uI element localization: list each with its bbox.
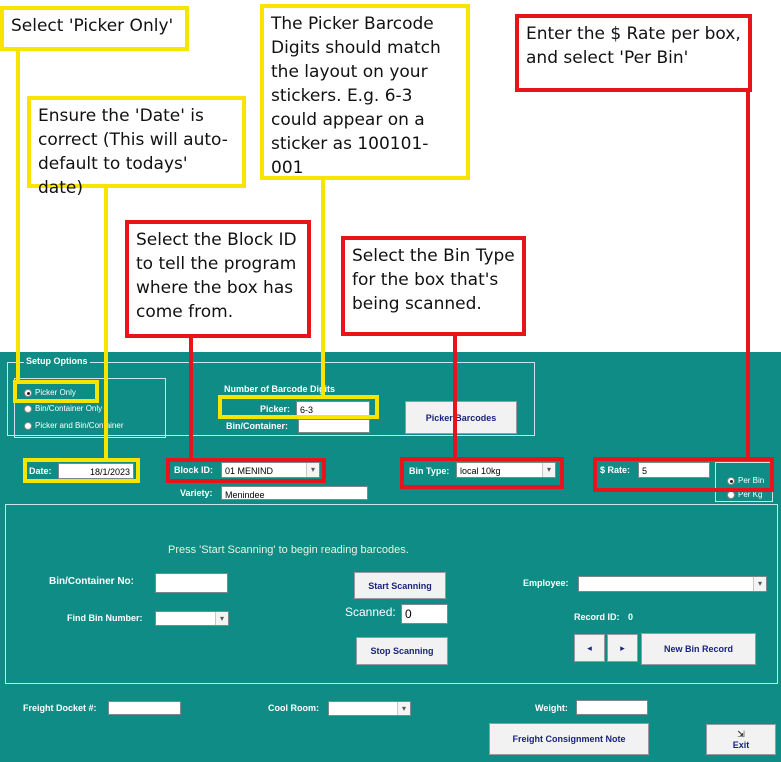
connector-picker-only [16, 47, 20, 382]
annotation-date: Ensure the 'Date' is correct (This will … [27, 96, 246, 198]
highlight-block-id [166, 458, 326, 483]
highlight-picker-only [13, 380, 99, 403]
setup-options-group [7, 362, 535, 436]
annotation-picker-only: Select 'Picker Only' [0, 6, 189, 51]
highlight-date [23, 458, 140, 483]
app-window: Setup Options Picker Only Bin/Container … [0, 352, 781, 762]
arrow-right-icon: ▸ [620, 642, 625, 653]
previous-record-button[interactable]: ◂ [574, 634, 605, 662]
employee-label: Employee: [523, 578, 569, 588]
picker-barcodes-button[interactable]: Picker Barcodes [405, 401, 517, 434]
radio-label-picker-and-bin: Picker and Bin/Container [35, 421, 124, 430]
record-id-value: 0 [628, 612, 634, 622]
radio-bin-container-only[interactable]: Bin/Container Only [24, 404, 102, 413]
barcode-digits-title: Number of Barcode Digits [224, 384, 336, 394]
new-bin-record-button[interactable]: New Bin Record [641, 633, 756, 665]
rate-input[interactable]: 5 [638, 462, 710, 478]
chevron-down-icon[interactable]: ▾ [215, 612, 228, 625]
door-exit-icon: ⇲ [737, 728, 745, 739]
freight-docket-label: Freight Docket #: [23, 703, 97, 713]
record-id-label: Record ID: [574, 612, 620, 622]
connector-bin-type [453, 332, 457, 459]
scanned-input[interactable]: 0 [401, 604, 448, 624]
radio-label-per-bin: Per Bin [738, 476, 765, 485]
highlight-rate [593, 457, 774, 492]
annotation-rate: Enter the $ Rate per box, and select 'Pe… [515, 14, 752, 92]
block-id-value: 01 MENIND [225, 466, 274, 476]
variety-input[interactable]: Menindee [221, 486, 368, 500]
bin-digits-input[interactable] [298, 419, 370, 433]
radio-dot-per-bin [727, 476, 735, 485]
chevron-down-icon[interactable]: ▾ [753, 577, 766, 591]
exit-button-label: Exit [732, 739, 750, 750]
setup-options-title: Setup Options [24, 356, 90, 366]
date-label: Date: [29, 466, 52, 476]
next-record-button[interactable]: ▸ [607, 634, 638, 662]
setup-options-radio-frame [14, 378, 166, 438]
cool-room-label: Cool Room: [268, 703, 319, 713]
scanning-group [5, 504, 778, 684]
bin-no-input[interactable] [155, 573, 228, 593]
annotation-bin-type: Select the Bin Type for the box that's b… [341, 236, 526, 336]
annotation-block-id: Select the Block ID to tell the program … [125, 220, 311, 338]
bin-type-label: Bin Type: [409, 466, 450, 476]
arrow-left-icon: ◂ [587, 642, 592, 653]
connector-date [104, 184, 108, 460]
freight-docket-input[interactable] [108, 701, 181, 715]
block-id-label: Block ID: [174, 465, 214, 475]
highlight-bin-type [400, 457, 564, 489]
variety-label: Variety: [180, 488, 213, 498]
rate-label: $ Rate: [600, 465, 631, 475]
radio-dot-bin-container-only [24, 404, 32, 413]
highlight-picker-digits [218, 395, 379, 419]
chevron-down-icon[interactable]: ▾ [397, 702, 410, 715]
radio-label-per-kg: Per Kg [738, 490, 763, 499]
radio-dot-picker-and-bin [24, 421, 32, 430]
scanned-label: Scanned: [345, 605, 396, 619]
freight-consignment-note-button[interactable]: Freight Consignment Note [489, 723, 649, 755]
radio-dot-picker-only [24, 388, 32, 397]
find-bin-select[interactable]: ▾ [155, 611, 229, 626]
exit-button[interactable]: ⇲ Exit [706, 724, 776, 755]
weight-label: Weight: [535, 703, 568, 713]
connector-barcode [321, 176, 325, 397]
connector-block-id [189, 334, 193, 460]
employee-select[interactable]: ▾ [578, 576, 767, 592]
chevron-down-icon[interactable]: ▾ [542, 463, 555, 477]
connector-rate [746, 88, 750, 459]
bin-type-value: local 10kg [460, 466, 501, 476]
picker-digits-label: Picker: [260, 404, 291, 414]
radio-picker-only[interactable]: Picker Only [24, 388, 76, 397]
start-scanning-button[interactable]: Start Scanning [354, 572, 446, 599]
chevron-down-icon[interactable]: ▾ [306, 463, 319, 477]
bin-no-label: Bin/Container No: [49, 576, 134, 587]
annotation-barcode-digits: The Picker Barcode Digits should match t… [260, 4, 470, 180]
cool-room-select[interactable]: ▾ [328, 701, 411, 716]
bin-digits-label: Bin/Container: [226, 421, 288, 431]
bin-type-select[interactable]: local 10kg ▾ [456, 462, 556, 478]
weight-input[interactable] [576, 700, 648, 715]
radio-picker-and-bin[interactable]: Picker and Bin/Container [24, 421, 124, 430]
block-id-select[interactable]: 01 MENIND ▾ [221, 462, 320, 478]
scan-prompt: Press 'Start Scanning' to begin reading … [168, 544, 409, 556]
radio-label-picker-only: Picker Only [35, 388, 76, 397]
stop-scanning-button[interactable]: Stop Scanning [356, 637, 448, 665]
find-bin-label: Find Bin Number: [67, 613, 143, 623]
date-input[interactable]: 18/1/2023 [58, 463, 134, 479]
radio-label-bin-container-only: Bin/Container Only [35, 404, 103, 413]
radio-per-bin[interactable]: Per Bin [727, 476, 764, 485]
